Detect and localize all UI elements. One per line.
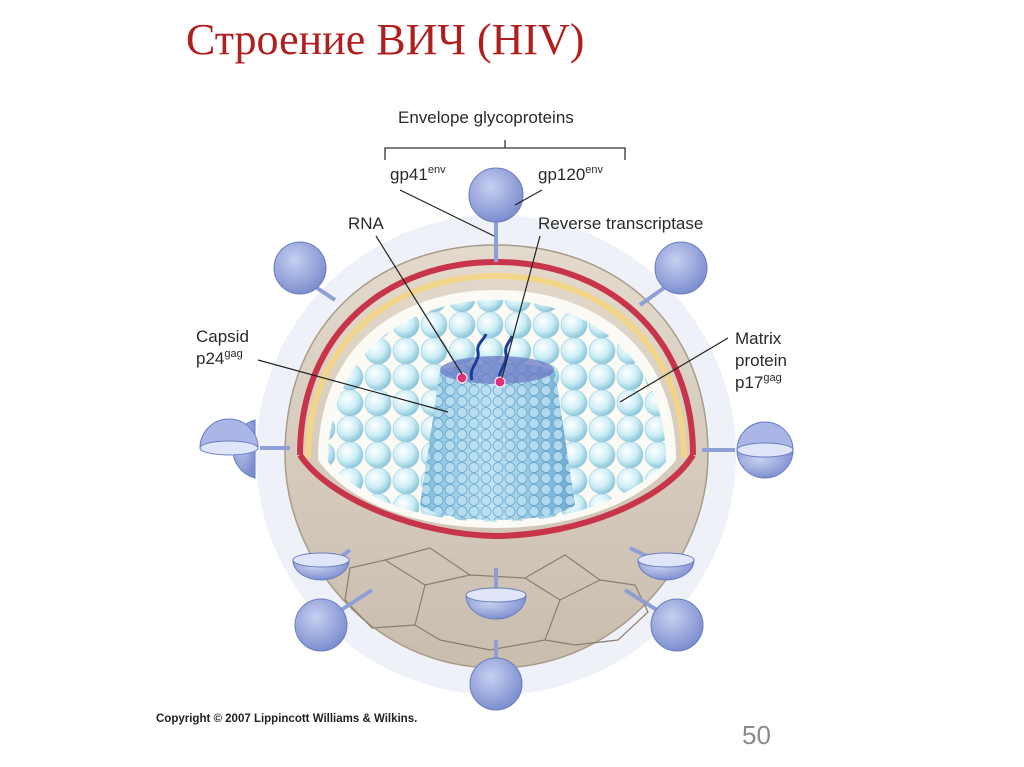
glycoprotein-spike	[292, 548, 352, 581]
label-gp120: gp120env	[538, 164, 604, 184]
label-capsid-p24: p24gag	[196, 348, 243, 368]
label-envelope-glycoproteins: Envelope glycoproteins	[398, 108, 574, 127]
glycoprotein-spike	[468, 167, 524, 262]
label-reverse-transcriptase: Reverse transcriptase	[538, 214, 703, 233]
label-matrix-protein: protein	[735, 351, 787, 370]
glycoprotein-spike	[465, 568, 527, 620]
glycoprotein-spike	[638, 241, 708, 307]
label-matrix: Matrix	[735, 329, 782, 348]
label-gp41: gp41env	[390, 164, 446, 184]
glycoprotein-spike	[199, 418, 290, 479]
glycoprotein-spike	[273, 241, 337, 302]
label-rna: RNA	[348, 214, 385, 233]
glycoprotein-spike	[623, 588, 704, 652]
glycoprotein-spikes	[199, 167, 794, 711]
label-matrix-p17: p17gag	[735, 372, 782, 392]
copyright-notice: Copyright © 2007 Lippincott Williams & W…	[156, 713, 418, 725]
capsid-cone	[420, 356, 575, 520]
glycoprotein-spike	[294, 588, 374, 652]
page-number: 50	[742, 720, 771, 750]
glycoprotein-spike	[469, 640, 523, 711]
label-capsid: Capsid	[196, 327, 249, 346]
reverse-transcriptase-icon	[456, 372, 468, 384]
leader-lines	[257, 189, 729, 413]
glycoprotein-spike	[629, 546, 695, 581]
glycoprotein-spike	[702, 421, 794, 479]
rna-strands	[469, 333, 514, 385]
reverse-transcriptase-icon	[494, 376, 506, 388]
slide-title: Строение ВИЧ (HIV)	[186, 15, 585, 64]
envelope-bracket	[384, 140, 626, 160]
